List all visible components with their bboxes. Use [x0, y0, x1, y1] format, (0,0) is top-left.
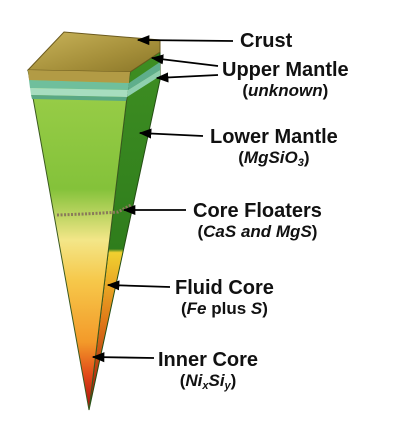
upper-mantle-band-line — [31, 95, 127, 101]
arrow-lower-mantle — [138, 128, 204, 139]
core-floaters-boundary — [56, 203, 132, 217]
label-core-floaters: Core Floaters (CaS and MgS) — [193, 200, 322, 242]
crust-rim — [28, 70, 130, 83]
upper-mantle-band — [29, 80, 129, 90]
label-inner-core: Inner Core (NixSiy) — [158, 349, 259, 392]
inner-core-composition: (NixSiy) — [179, 371, 237, 392]
arrow-crust — [136, 35, 234, 46]
fluid-core-title: Fluid Core — [175, 277, 274, 299]
core-floaters-composition: (CaS and MgS) — [197, 222, 318, 241]
label-arrows — [91, 35, 234, 363]
arrow-upper-mantle — [150, 54, 219, 67]
core-floaters-title: Core Floaters — [193, 200, 322, 222]
upper-mantle-band-light — [30, 88, 128, 97]
arrow-fluid-core — [106, 280, 171, 291]
lower-mantle-title: Lower Mantle — [210, 126, 338, 148]
upper-mantle-title: Upper Mantle — [222, 59, 349, 81]
label-crust: Crust — [240, 30, 292, 52]
label-upper-mantle: Upper Mantle (unknown) — [222, 59, 349, 101]
earth-wedge — [26, 31, 161, 411]
arrow-inner-core — [91, 352, 155, 363]
fluid-core-composition: (Fe plus S) — [180, 299, 268, 318]
lower-mantle-composition: (MgSiO3) — [238, 148, 310, 169]
upper-mantle-composition: (unknown) — [242, 81, 329, 100]
crust-title: Crust — [240, 30, 293, 52]
label-lower-mantle: Lower Mantle (MgSiO3) — [210, 126, 338, 169]
inner-core-title: Inner Core — [158, 349, 259, 371]
label-fluid-core: Fluid Core (Fe plus S) — [175, 277, 274, 319]
arrow-upper-mantle-2 — [155, 72, 219, 83]
crust-top — [26, 31, 161, 73]
upper-mantle-side-band — [128, 62, 160, 90]
upper-mantle-side-band-light — [127, 70, 160, 97]
